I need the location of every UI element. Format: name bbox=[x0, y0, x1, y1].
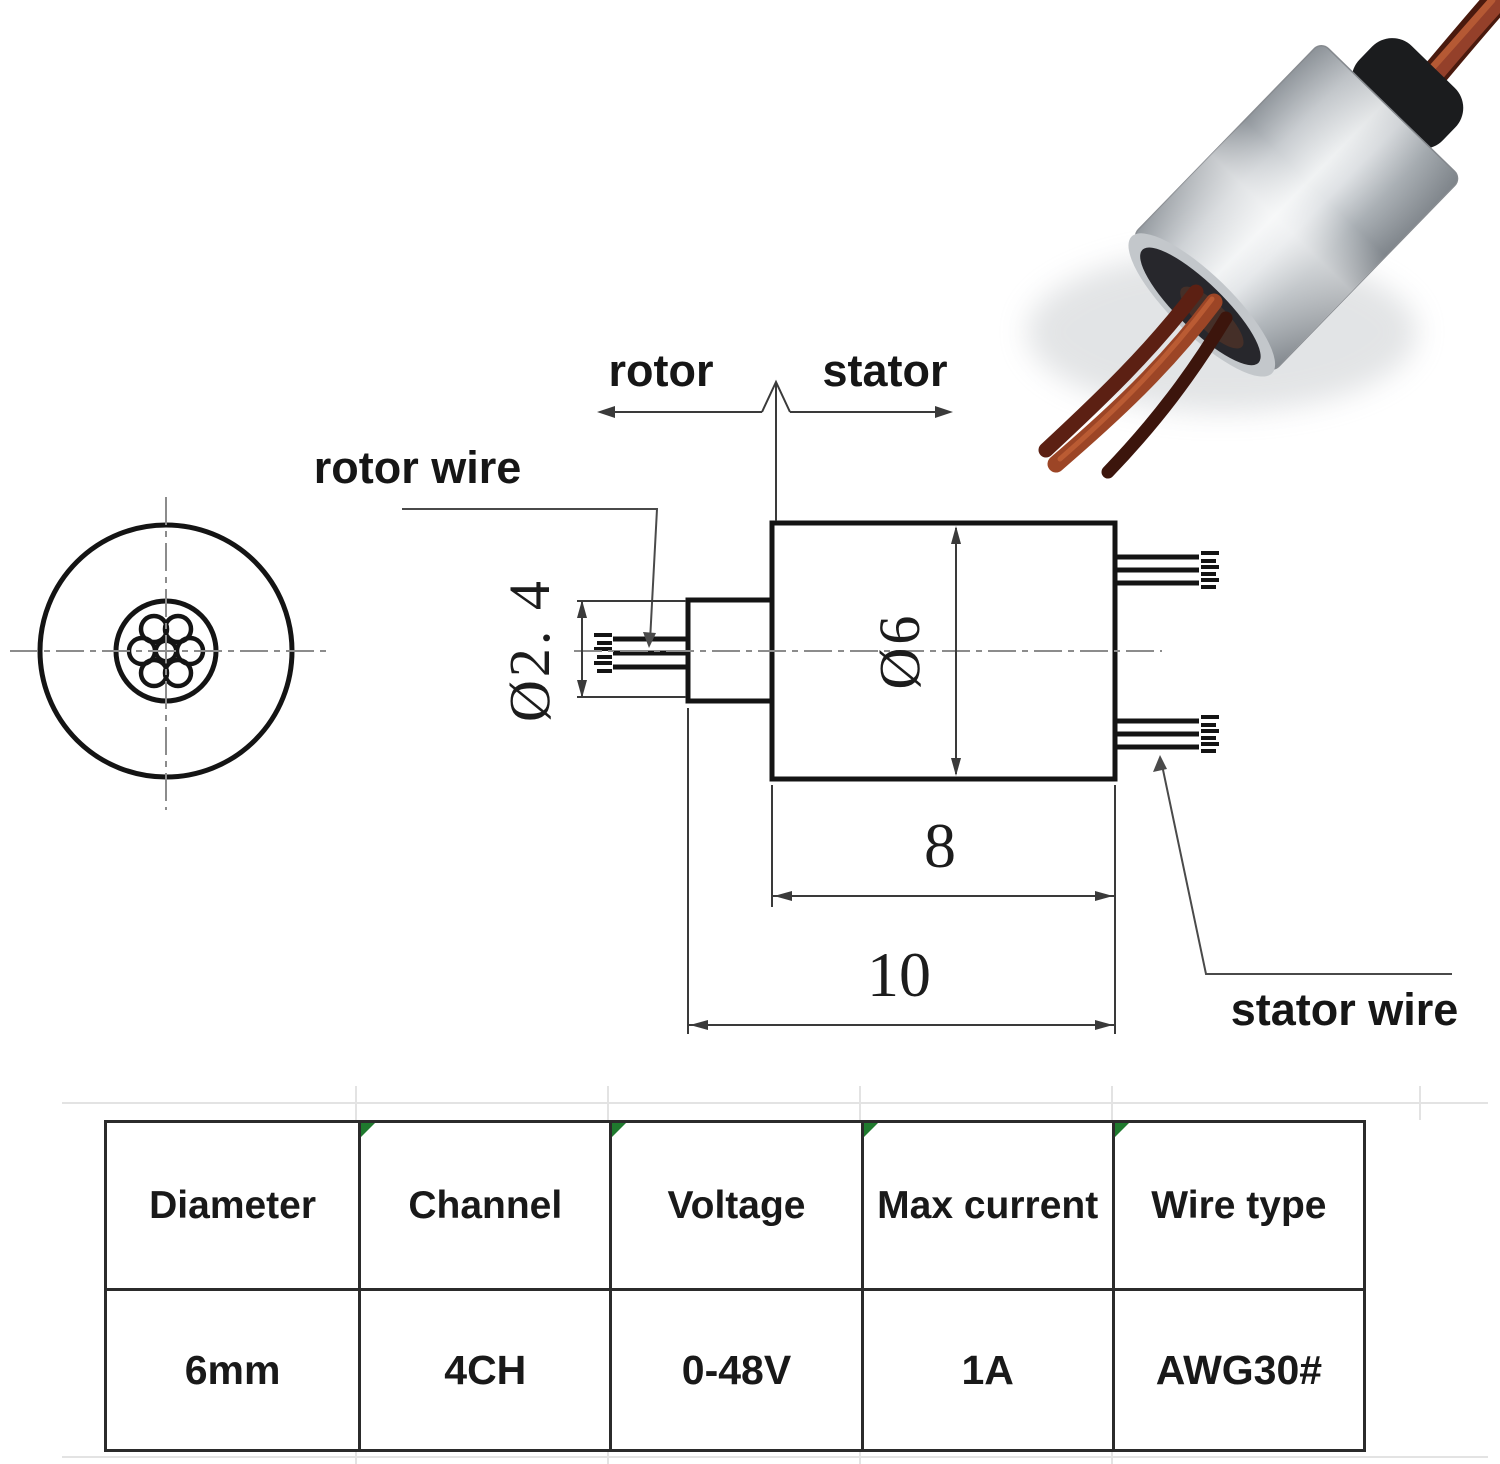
stator-section-label: stator bbox=[822, 345, 948, 396]
table-value-wire-type: AWG30# bbox=[1111, 1288, 1363, 1449]
dim-arrow-icon bbox=[577, 680, 587, 698]
rotor-wire-leader bbox=[402, 508, 659, 648]
dim-arrow-icon bbox=[951, 526, 961, 544]
rotor-stator-divider bbox=[602, 379, 948, 521]
dim-arrow-icon bbox=[1095, 1020, 1113, 1030]
table-value-max-current: 1A bbox=[860, 1288, 1112, 1449]
header-label: Voltage bbox=[667, 1183, 806, 1227]
table-value-diameter: 6mm bbox=[107, 1288, 359, 1449]
spec-table: Diameter Channel Voltage Max current Wir… bbox=[104, 1120, 1366, 1452]
header-label: Wire type bbox=[1151, 1183, 1327, 1227]
stator-wire-leader bbox=[1153, 755, 1452, 975]
value-label: 0-48V bbox=[681, 1346, 792, 1393]
rotor-arrow-icon bbox=[597, 406, 615, 418]
overall-length-dimension: 10 bbox=[867, 939, 931, 1010]
stator-wire-photo bbox=[1038, 284, 1233, 479]
front-view bbox=[10, 497, 328, 810]
excel-flag-icon bbox=[1114, 1123, 1129, 1137]
table-value-voltage: 0-48V bbox=[609, 1288, 861, 1449]
value-label: 4CH bbox=[444, 1346, 527, 1393]
excel-flag-icon bbox=[361, 1123, 376, 1137]
dim-arrow-icon bbox=[1095, 891, 1113, 901]
table-header-wire-type: Wire type bbox=[1111, 1123, 1363, 1288]
rotor-wires bbox=[594, 633, 690, 673]
dim-arrow-icon bbox=[774, 891, 792, 901]
header-label: Channel bbox=[408, 1183, 563, 1227]
excel-flag-icon bbox=[612, 1123, 627, 1137]
dim-body-length bbox=[771, 785, 1116, 1034]
dim-overall-length bbox=[687, 708, 1115, 1034]
table-value-channel: 4CH bbox=[358, 1288, 610, 1449]
value-label: AWG30# bbox=[1155, 1346, 1323, 1393]
dim-arrow-icon bbox=[577, 600, 587, 618]
table-header-channel: Channel bbox=[358, 1123, 609, 1288]
table-header-diameter: Diameter bbox=[107, 1123, 358, 1288]
header-label: Diameter bbox=[149, 1183, 317, 1227]
header-label: Max current bbox=[877, 1183, 1099, 1227]
black-cap bbox=[1351, 38, 1464, 149]
side-view bbox=[402, 379, 1452, 1034]
excel-flag-icon bbox=[863, 1123, 878, 1137]
spreadsheet-gridlines bbox=[62, 1086, 1488, 1464]
stator-wires-top bbox=[1117, 551, 1219, 589]
value-label: 6mm bbox=[184, 1346, 281, 1393]
front-view-centerlines bbox=[10, 497, 328, 810]
dim-shaft-diameter bbox=[577, 600, 686, 698]
stator-wire-label: stator wire bbox=[1230, 984, 1459, 1035]
body-diameter-dimension: Ø6 bbox=[867, 612, 932, 690]
stator-wires-bottom bbox=[1117, 715, 1219, 753]
dim-arrow-icon bbox=[951, 758, 961, 776]
shaft-diameter-dimension: Ø2. 4 bbox=[497, 578, 562, 722]
stator-arrow-icon bbox=[935, 406, 953, 418]
table-header-max-current: Max current bbox=[860, 1123, 1112, 1288]
body-length-dimension: 8 bbox=[924, 810, 956, 881]
rotor-section-label: rotor bbox=[608, 345, 714, 396]
value-label: 1A bbox=[961, 1346, 1014, 1393]
rotor-wire-label: rotor wire bbox=[313, 442, 522, 493]
table-header-voltage: Voltage bbox=[609, 1123, 860, 1288]
dim-arrow-icon bbox=[690, 1020, 708, 1030]
product-photo bbox=[1027, 0, 1500, 479]
